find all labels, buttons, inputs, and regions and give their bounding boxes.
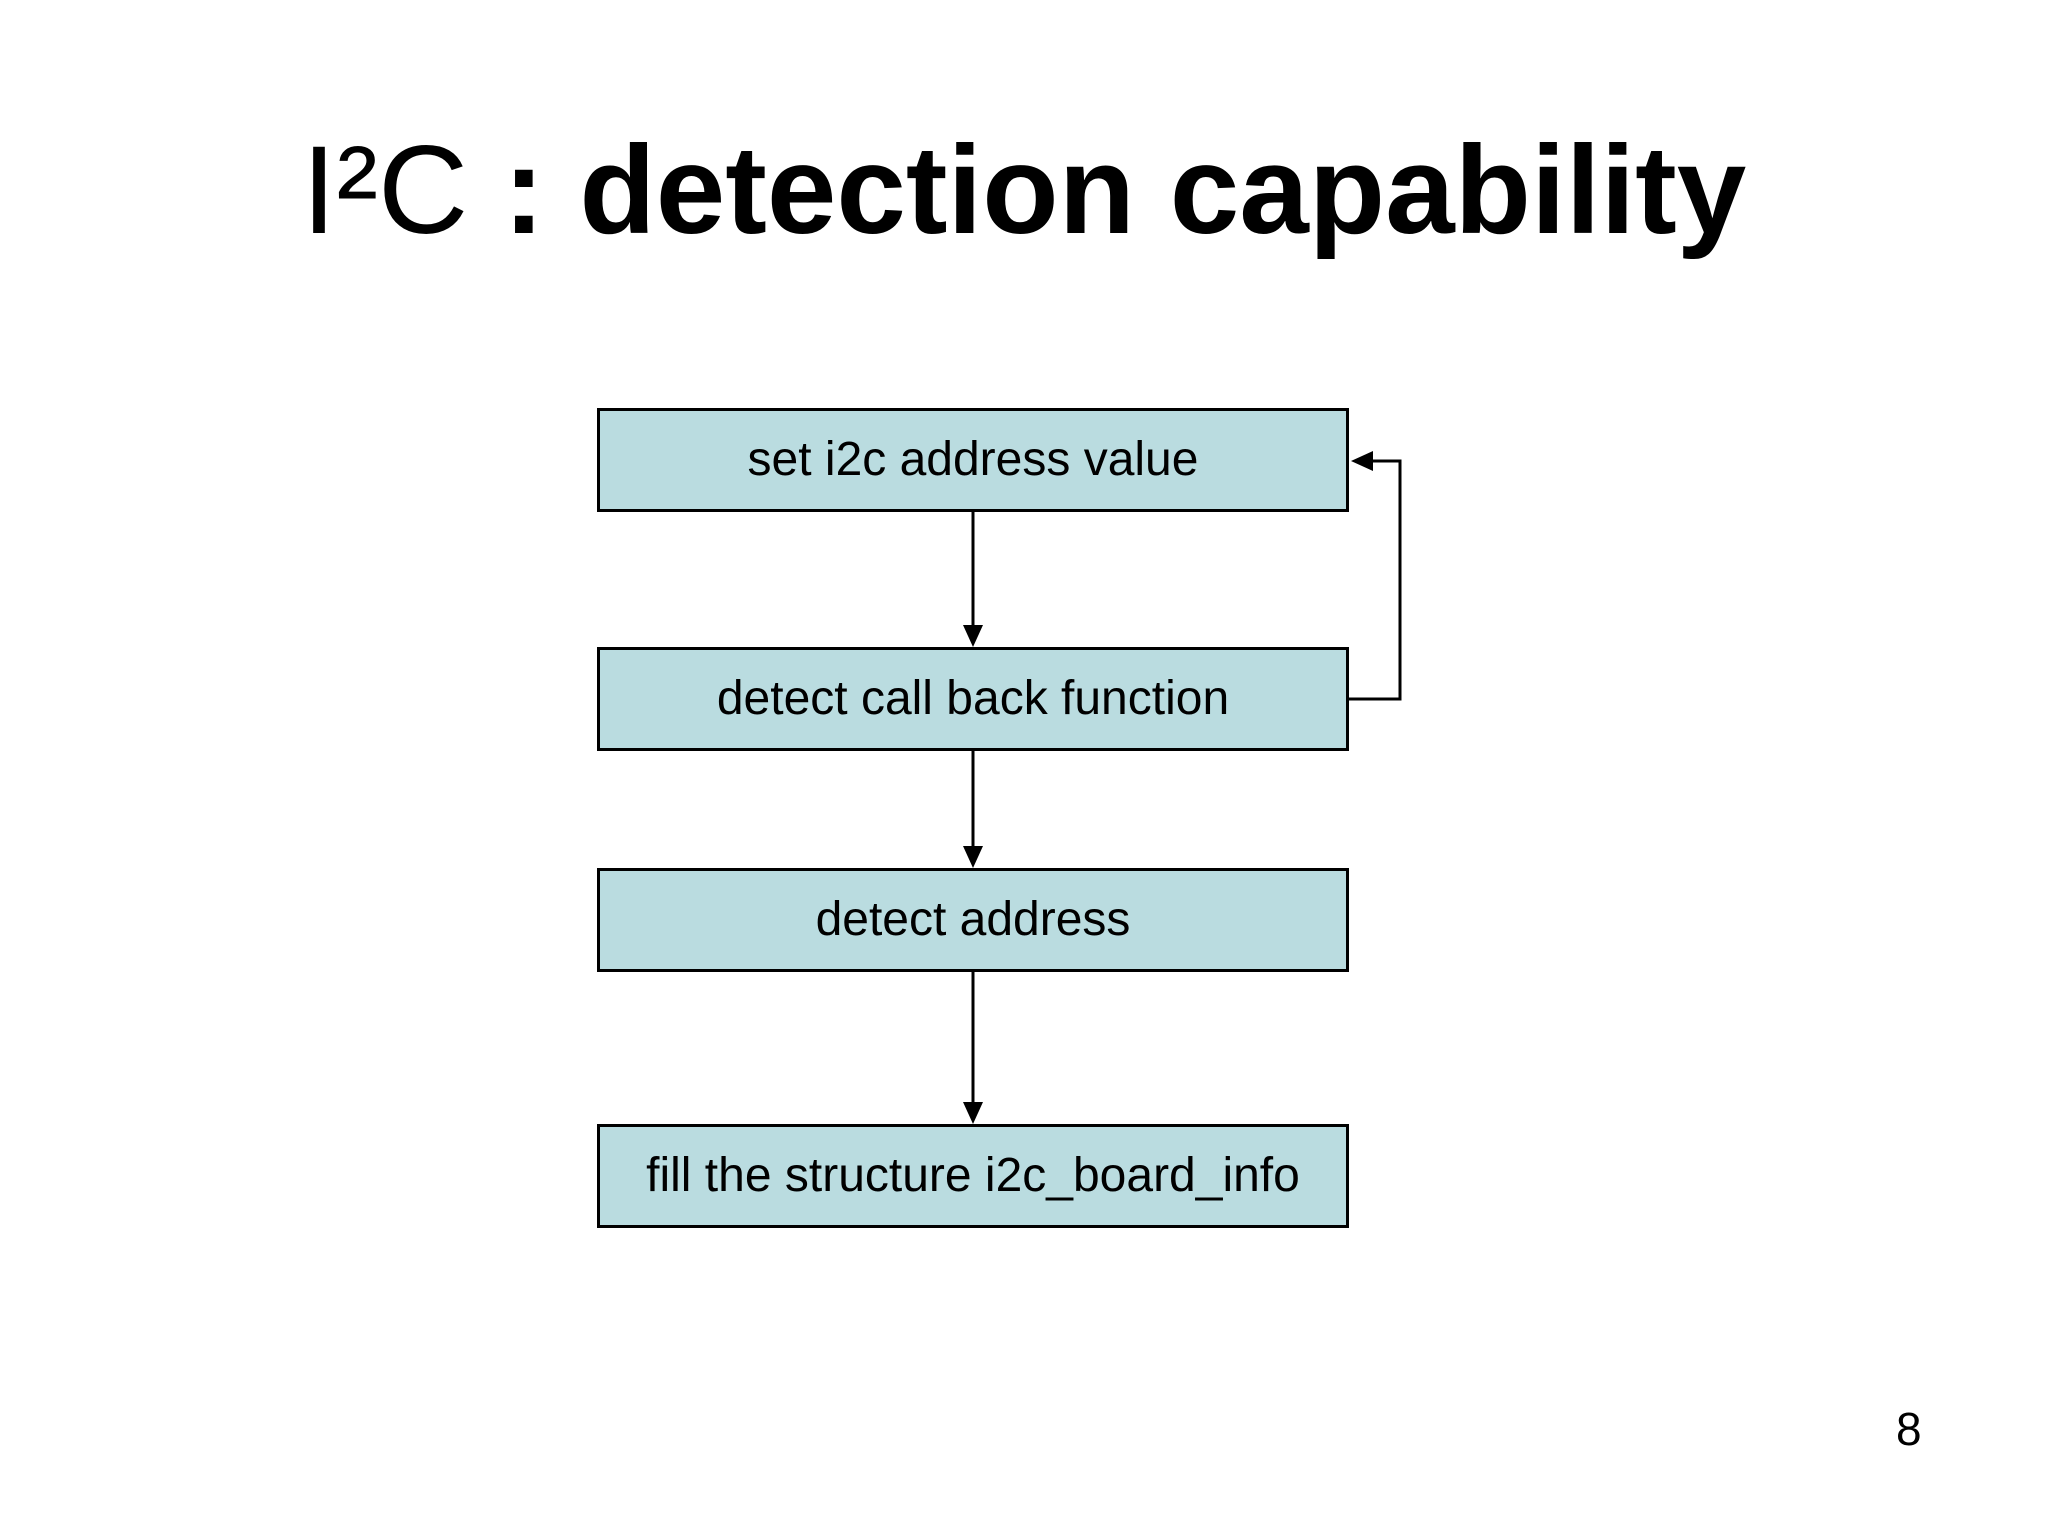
arrowhead-left-loop [1351,451,1373,471]
edge-loop-back-detect-callback-to-set-address [1349,451,1402,701]
flow-node-fill-structure-i2c-board-info: fill the structure i2c_board_info [597,1124,1349,1228]
flow-node-label: detect call back function [716,672,1230,725]
page-number: 8 [1896,1403,1922,1455]
title-emphasis: detection capability [579,121,1747,260]
flow-node-detect-call-back-function: detect call back function [597,647,1349,751]
arrowhead-down-2 [963,846,983,868]
edge-detect-callback-to-detect-address [963,750,983,868]
flow-node-label: detect address [815,893,1131,946]
title-i2c: I²C [301,121,469,260]
edge-detect-address-to-fill-structure [963,971,983,1124]
flow-node-set-i2c-address-value: set i2c address value [597,408,1349,512]
arrowhead-down-3 [963,1102,983,1124]
flow-node-detect-address: detect address [597,868,1349,972]
arrowhead-down-1 [963,625,983,647]
slide-title: I²C : detection capability [0,128,2048,253]
flow-node-label: set i2c address value [747,433,1199,486]
edge-set-address-to-detect-callback [963,512,983,647]
flow-node-label: fill the structure i2c_board_info [646,1149,1300,1202]
title-separator: : [468,121,580,260]
